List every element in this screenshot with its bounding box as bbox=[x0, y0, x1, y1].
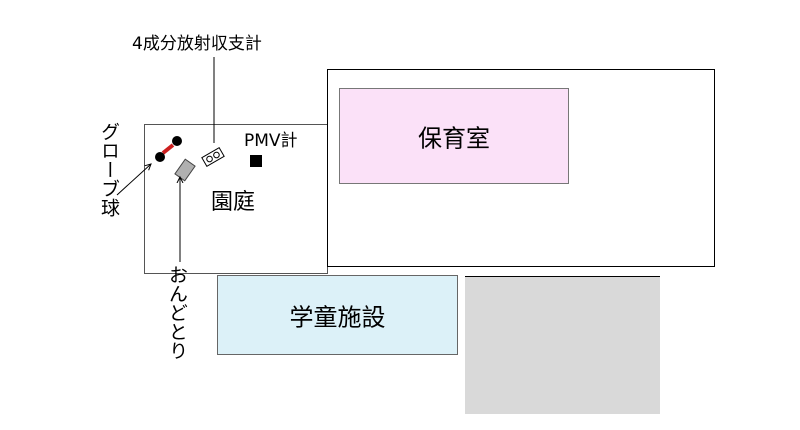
nursery-room: 保育室 bbox=[339, 88, 569, 184]
globe-arrow bbox=[116, 164, 151, 196]
ondotori-sensor-icon bbox=[174, 158, 196, 182]
gray-block bbox=[465, 276, 660, 414]
globe-label: グローブ球 bbox=[98, 122, 120, 217]
pmv-label: PMV計 bbox=[244, 131, 298, 151]
building-outline bbox=[327, 69, 715, 267]
garden-label: 園庭 bbox=[211, 190, 256, 215]
afterschool-facility: 学童施設 bbox=[217, 275, 458, 355]
radiometer-label: 4成分放射収支計 bbox=[132, 34, 262, 54]
pmv-meter-icon bbox=[250, 155, 262, 167]
afterschool-facility-label: 学童施設 bbox=[289, 303, 386, 332]
ondotori-label: おんどとり bbox=[166, 265, 188, 360]
nursery-room-label: 保育室 bbox=[418, 124, 490, 153]
radiometer-sensor-icon bbox=[201, 146, 225, 168]
globe-thermometer-icon bbox=[155, 136, 182, 162]
